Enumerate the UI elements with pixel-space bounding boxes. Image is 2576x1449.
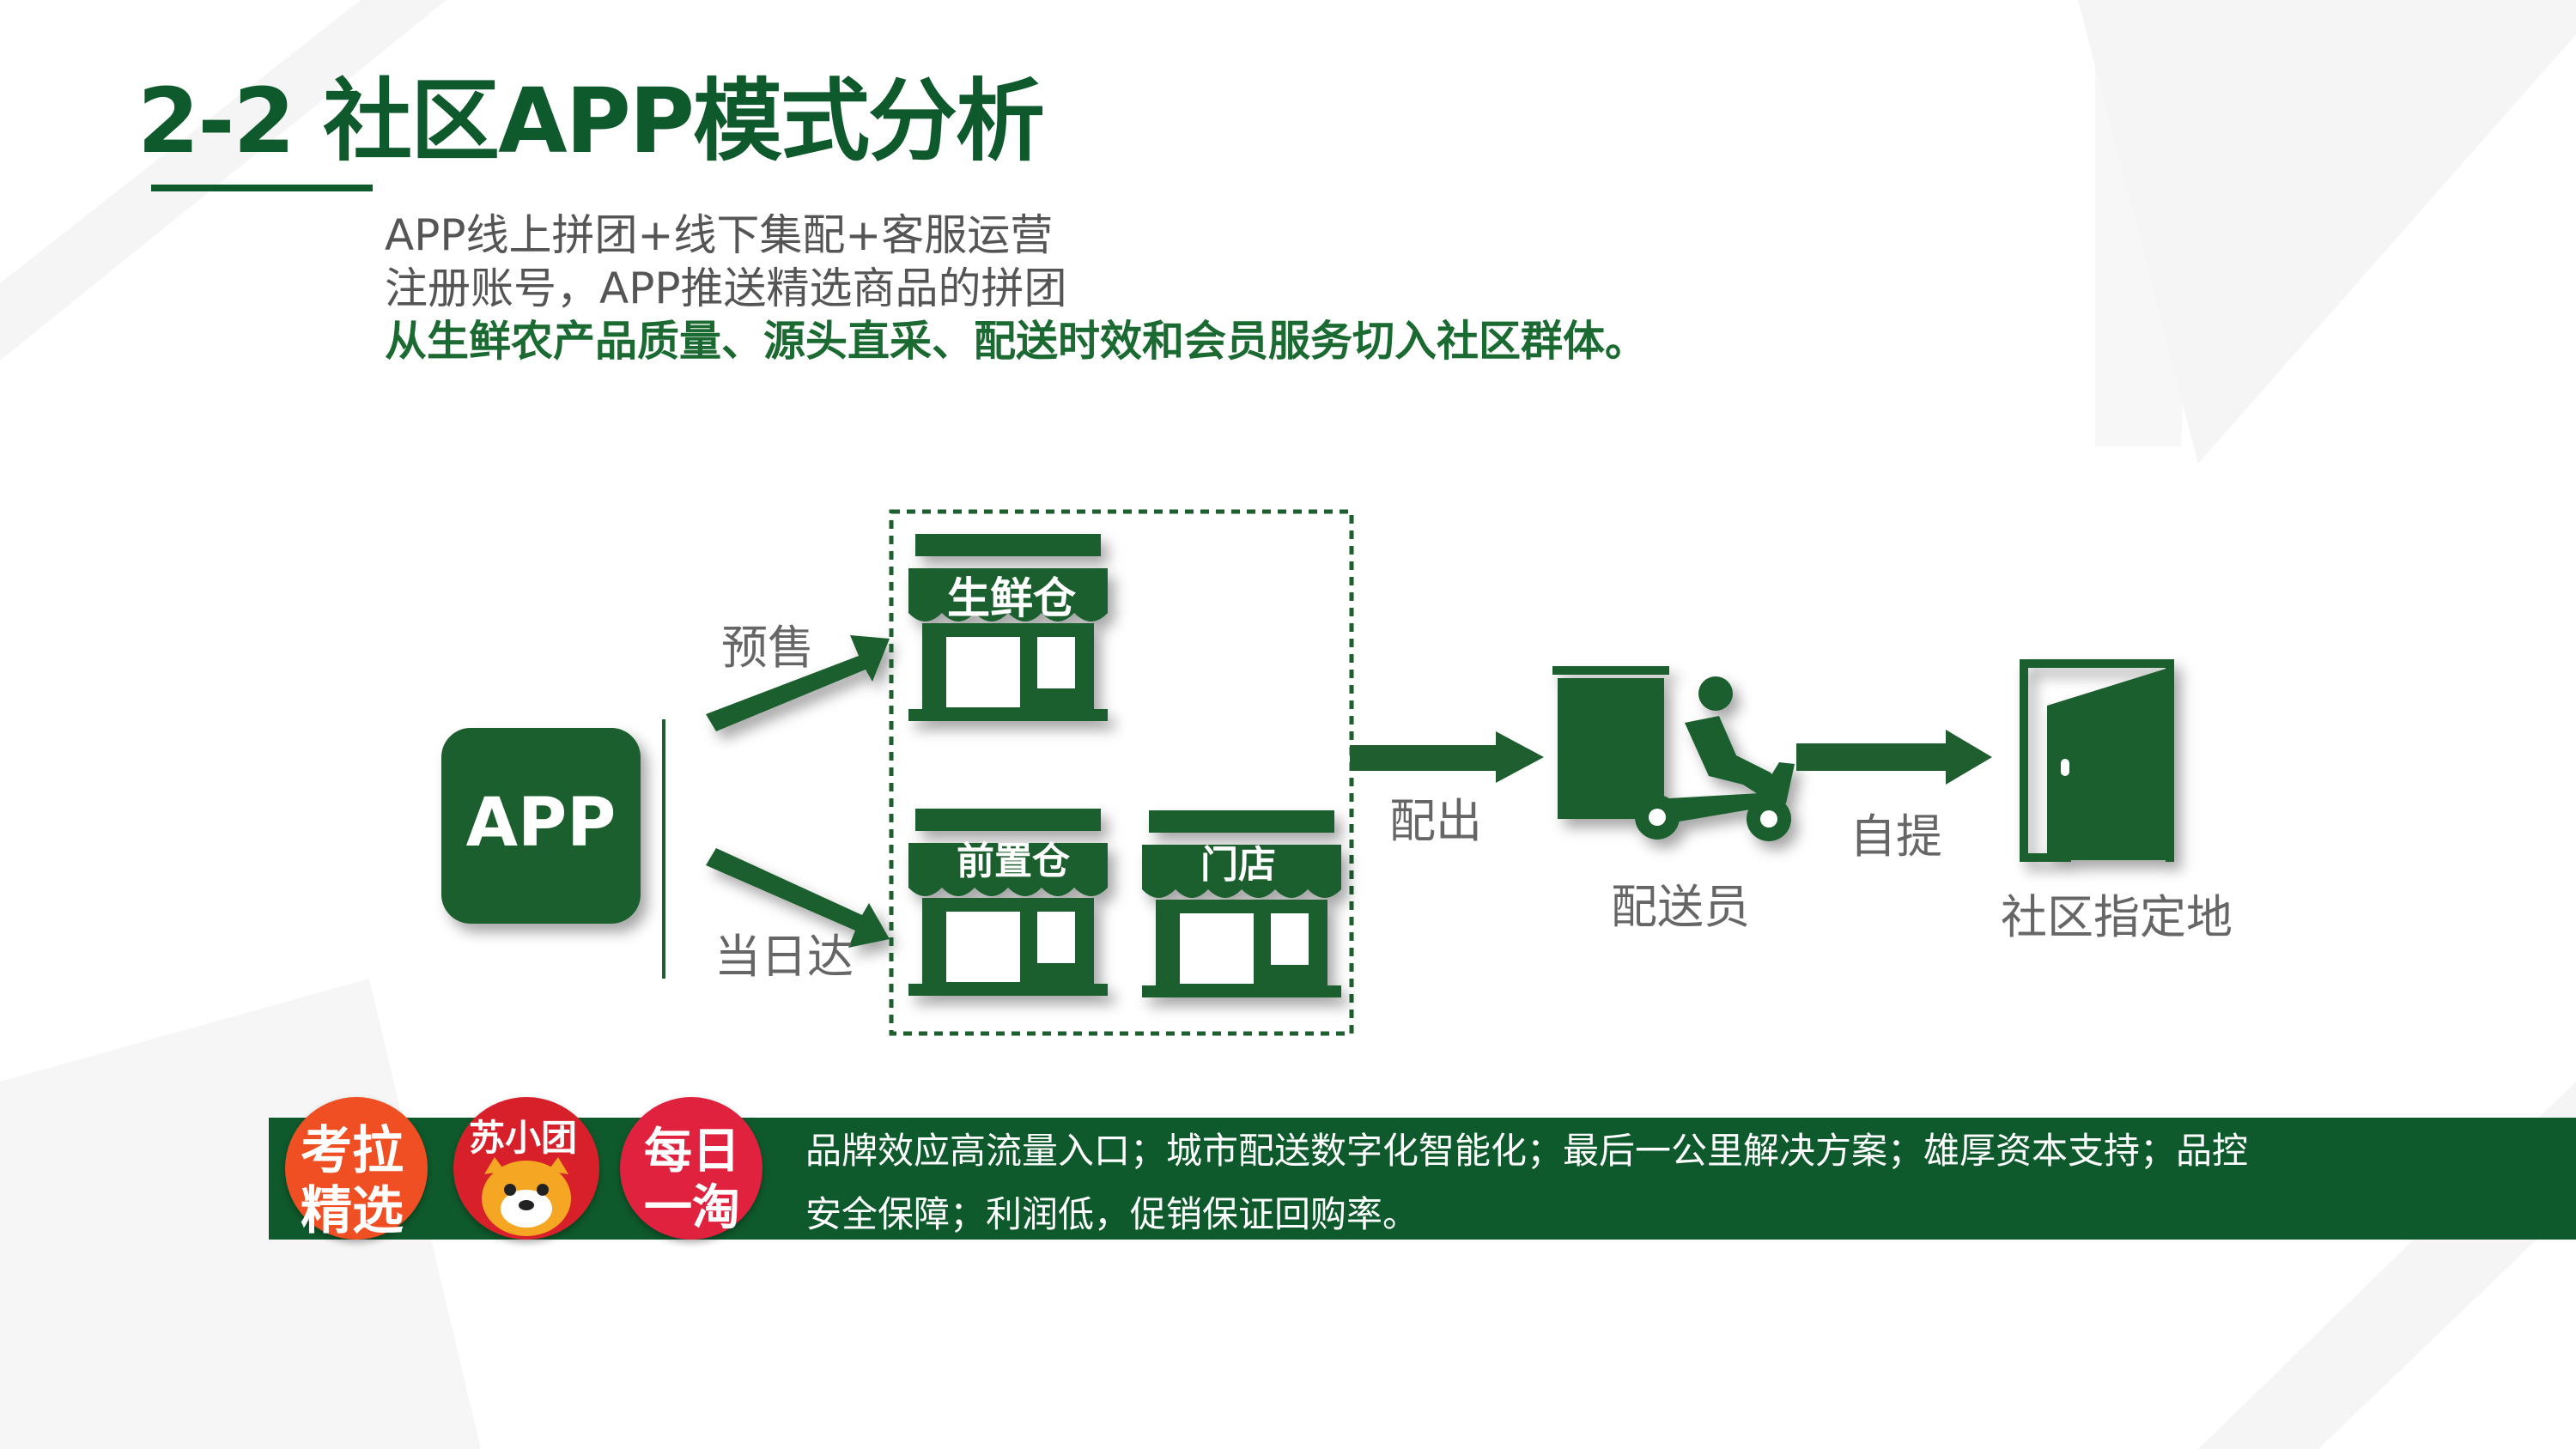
intro-line-2: 注册账号，APP推送精选商品的拼团 xyxy=(385,264,1067,313)
courier-label: 配送员 xyxy=(1611,880,1750,934)
kaola-logo: 考拉 精选 xyxy=(285,1097,428,1241)
suxiaotuan-logo: 苏小团 xyxy=(453,1097,599,1240)
banner-text: 品牌效应高流量入口；城市配送数字化智能化；最后一公里解决方案；雄厚资本支持；品控… xyxy=(805,1130,2249,1235)
fresh-warehouse-label: 生鲜仓 xyxy=(947,573,1077,623)
kaola-logo-line1: 考拉 xyxy=(301,1121,404,1181)
app-label: APP xyxy=(466,785,617,862)
front-warehouse-store-icon xyxy=(908,809,1108,996)
title-underline xyxy=(151,185,373,191)
presale-arrow xyxy=(706,635,890,731)
meiriyitao-logo: 每日 一淘 xyxy=(620,1097,762,1240)
meiriyitao-logo-line2: 一淘 xyxy=(644,1180,740,1236)
meiriyitao-logo-line1: 每日 xyxy=(644,1124,740,1179)
pickup-arrow xyxy=(1796,730,1992,785)
presale-label: 预售 xyxy=(721,621,814,675)
dispatch-arrow xyxy=(1350,731,1544,783)
kaola-logo-line2: 精选 xyxy=(301,1181,404,1241)
front-warehouse-label: 前置仓 xyxy=(957,840,1071,883)
courier-scooter-icon xyxy=(1552,666,1795,841)
tiger-mascot-icon xyxy=(482,1157,571,1236)
app-divider xyxy=(662,719,665,979)
shop-store-icon xyxy=(1142,810,1341,997)
shop-label: 门店 xyxy=(1200,843,1276,887)
suxiaotuan-logo-text: 苏小团 xyxy=(469,1117,578,1159)
fresh-warehouse-store-icon xyxy=(908,534,1108,721)
destination-label: 社区指定地 xyxy=(2001,890,2233,944)
door-icon xyxy=(2020,659,2174,862)
intro-line-1: APP线上拼团+线下集配+客服运营 xyxy=(385,210,1054,260)
sameday-label: 当日达 xyxy=(714,930,854,984)
pickup-label: 自提 xyxy=(1850,809,1942,864)
dispatch-label: 配出 xyxy=(1389,794,1482,848)
warehouse-group-box xyxy=(889,509,1354,1036)
page-title: 2-2 社区APP模式分析 xyxy=(137,69,1045,173)
sameday-arrow xyxy=(706,848,890,948)
intro-line-3: 从生鲜农产品质量、源头直采、配送时效和会员服务切入社区群体。 xyxy=(385,317,1648,366)
app-icon xyxy=(441,728,641,924)
